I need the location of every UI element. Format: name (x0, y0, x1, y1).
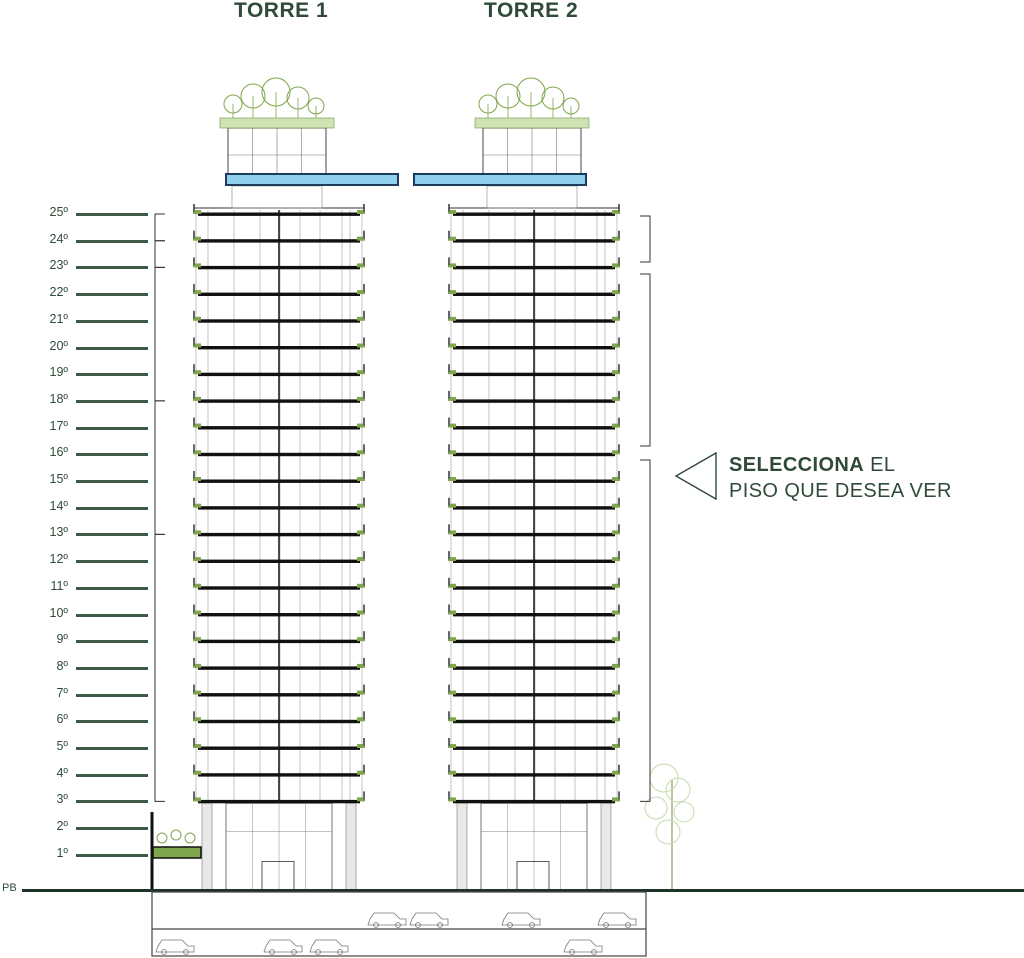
floor-line[interactable] (76, 613, 148, 617)
floor-line[interactable] (76, 800, 148, 804)
basement-parking (151, 891, 647, 957)
floor-line[interactable] (76, 827, 148, 831)
floor-label[interactable]: 8º (56, 658, 68, 673)
tower-2-title: TORRE 2 (484, 0, 579, 22)
floor-line[interactable] (76, 453, 148, 457)
floor-line[interactable] (76, 426, 148, 430)
floor-label[interactable]: 25º (49, 205, 68, 219)
floor-label[interactable]: 11º (50, 578, 68, 593)
floor-line[interactable] (76, 373, 148, 377)
floor-label[interactable]: 7º (56, 685, 68, 700)
floor-label[interactable]: 24º (49, 231, 68, 246)
floor-line[interactable] (76, 480, 148, 483)
floor-line[interactable] (76, 266, 148, 270)
floor-label[interactable]: 2º (56, 819, 68, 834)
floor-label[interactable]: 12º (49, 552, 68, 567)
floor-label[interactable]: 23º (49, 258, 68, 273)
floor-line[interactable] (76, 586, 148, 590)
ground-line (22, 889, 1024, 892)
floor-line[interactable] (76, 319, 148, 323)
tower-2-drawing (448, 77, 620, 804)
floor-line[interactable] (76, 213, 148, 216)
floor-line[interactable] (76, 399, 148, 403)
tower-1-title: TORRE 1 (234, 0, 329, 22)
floor-label[interactable]: 14º (49, 498, 68, 513)
floor-label[interactable]: 4º (56, 765, 68, 780)
floor-line[interactable] (76, 533, 148, 537)
floor-label[interactable]: 19º (49, 365, 68, 380)
floor-line[interactable] (76, 346, 148, 350)
floor-label[interactable]: 21º (49, 311, 68, 326)
floor-line[interactable] (76, 693, 148, 697)
floor-line[interactable] (76, 640, 148, 644)
pool-tower-1 (225, 173, 399, 186)
floor-line[interactable] (76, 506, 148, 510)
floor-label[interactable]: 16º (49, 445, 68, 460)
floor-line[interactable] (76, 747, 148, 750)
floor-label[interactable]: 22º (49, 285, 68, 300)
floor-line[interactable] (76, 239, 148, 243)
floor-label[interactable]: 10º (49, 605, 68, 620)
floor-label[interactable]: 9º (56, 632, 68, 647)
floor-label[interactable]: 18º (49, 391, 68, 406)
pool-tower-2 (413, 173, 587, 186)
select-floor-instruction: SELECCIONA EL PISO QUE DESEA VER (729, 452, 952, 504)
floor-label[interactable]: 1º (56, 845, 68, 860)
floor-label[interactable]: 3º (56, 792, 68, 807)
arrow-left-icon (672, 451, 720, 503)
floor-label[interactable]: 20º (49, 338, 68, 353)
floor-line[interactable] (76, 773, 148, 777)
floor-label[interactable]: 13º (49, 525, 68, 540)
ground-floor-label[interactable]: PB (2, 882, 17, 894)
floor-label[interactable]: 5º (56, 739, 68, 753)
floor-line[interactable] (76, 853, 148, 857)
floor-line[interactable] (76, 666, 148, 670)
floor-label[interactable]: 15º (49, 472, 68, 486)
floor-line[interactable] (76, 720, 148, 724)
select-instruction-bold: SELECCIONA (729, 454, 865, 476)
floor-label[interactable]: 6º (56, 712, 68, 727)
floor-line[interactable] (76, 293, 148, 297)
floor-line[interactable] (76, 560, 148, 564)
tower-1-drawing (193, 77, 365, 804)
select-instruction-el: EL (864, 454, 896, 476)
select-instruction-line2: PISO QUE DESEA VER (729, 480, 952, 502)
floor-label[interactable]: 17º (49, 418, 68, 433)
